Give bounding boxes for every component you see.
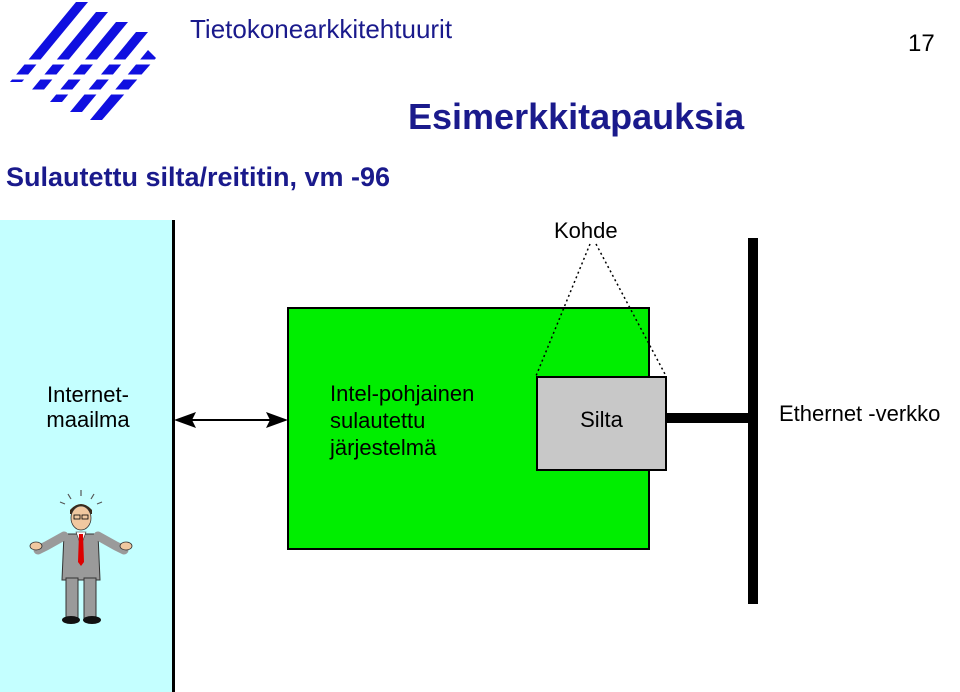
bridge-connection-line bbox=[666, 413, 754, 423]
confused-man-icon bbox=[29, 490, 133, 624]
system-label-line2: sulautettu bbox=[330, 408, 426, 433]
page-number: 17 bbox=[908, 30, 935, 57]
system-label-line1: Intel-pohjainen bbox=[330, 381, 475, 406]
system-label: Intel-pohjainen sulautettu järjestelmä bbox=[330, 380, 474, 461]
bridge-label: Silta bbox=[580, 407, 623, 432]
callout-lines bbox=[535, 243, 667, 377]
slide-heading: Esimerkkitapauksia bbox=[408, 96, 745, 137]
bridge-box bbox=[536, 376, 667, 471]
internet-label: Internet- maailma bbox=[18, 382, 158, 432]
target-label: Kohde bbox=[554, 218, 618, 243]
system-label-line3: järjestelmä bbox=[330, 435, 437, 460]
logo-icon bbox=[8, 2, 158, 120]
internet-label-line2: maailma bbox=[46, 407, 130, 432]
course-title: Tietokonearkkitehtuurit bbox=[190, 14, 453, 44]
ethernet-label: Ethernet -verkko bbox=[779, 401, 941, 426]
slide-subheading: Sulautettu silta/reititin, vm -96 bbox=[6, 162, 391, 192]
internet-label-line1: Internet- bbox=[47, 382, 129, 407]
double-arrow-icon bbox=[174, 412, 288, 428]
